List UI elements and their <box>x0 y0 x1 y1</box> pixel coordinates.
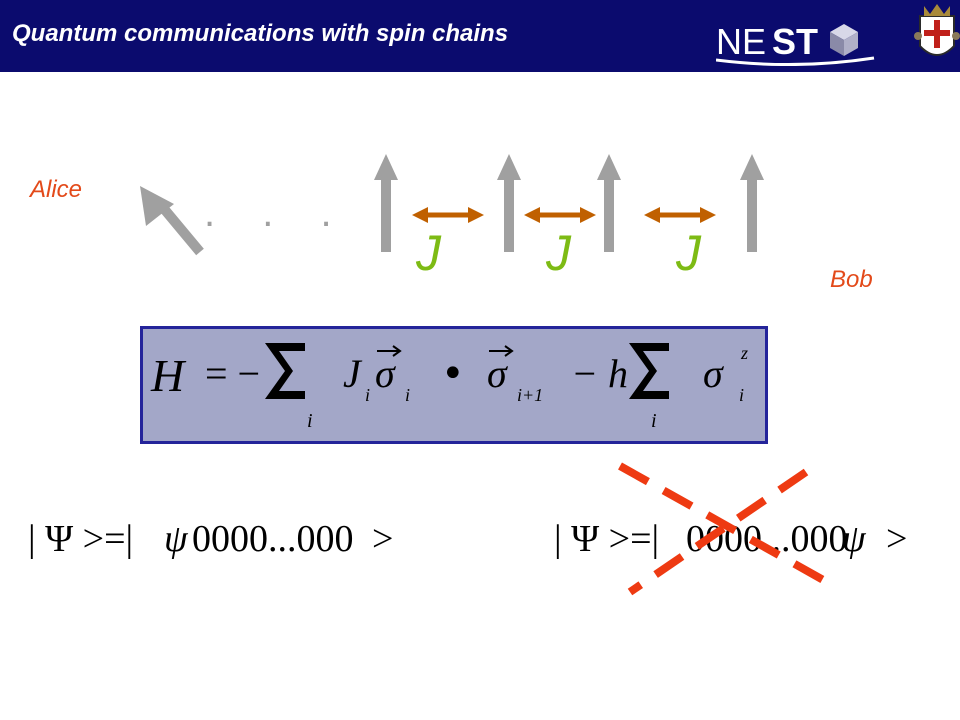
sigma3-index: i <box>739 385 744 405</box>
coupling-label: J <box>416 225 441 281</box>
double-headed-arrow <box>644 207 716 223</box>
nest-logo: NE ST <box>716 21 875 66</box>
coupling-label: J <box>546 225 571 281</box>
sigma2-index: i+1 <box>517 385 543 405</box>
slide-title: Quantum communications with spin chains <box>12 20 509 47</box>
state-psi: ψ <box>164 518 189 560</box>
hamiltonian-lhs: H <box>150 350 187 401</box>
state-crossed: | Ψ >=| 0000...000 ψ > <box>554 518 907 560</box>
vector-arrow-icon <box>377 345 402 357</box>
state-bits: 0000...000 <box>192 518 354 560</box>
logo-cube-icon <box>830 24 858 56</box>
state-close: > <box>372 518 393 560</box>
logo-st: ST <box>772 21 818 62</box>
sum2-index: i <box>651 410 657 432</box>
spin-tilted-arrow <box>140 186 204 256</box>
cross-out-icon <box>618 462 836 596</box>
sigma-3: σ <box>703 351 724 396</box>
title-bar: Quantum communications with spin chains … <box>0 0 960 72</box>
state-psi: ψ <box>842 518 867 560</box>
state-correct: | Ψ >=| ψ 0000...000 > <box>28 518 393 560</box>
spin-up-arrow <box>374 154 398 252</box>
vector-arrow-icon <box>489 345 514 357</box>
hamiltonian-formula: H = − i J i σ i • σ i+1 − h i σ z i <box>150 343 748 432</box>
coupling-index: i <box>365 385 370 405</box>
spin-up-arrow <box>740 154 764 252</box>
coupling-label: J <box>676 225 701 281</box>
logo-ne: NE <box>716 21 766 62</box>
coupling-symbol: J <box>343 351 363 396</box>
hamiltonian-box: H = − i J i σ i • σ i+1 − h i σ z i <box>140 326 768 444</box>
sigma-2: σ <box>487 351 508 396</box>
state-prefix: | Ψ >=| <box>554 518 659 560</box>
double-headed-arrow <box>524 207 596 223</box>
state-prefix: | Ψ >=| <box>28 518 133 560</box>
crest-icon <box>914 2 960 70</box>
bob-label: Bob <box>830 266 873 293</box>
state-close: > <box>886 518 907 560</box>
ellipsis-dots: . . . <box>204 191 350 235</box>
sum1-index: i <box>307 410 313 432</box>
sigma-1: σ <box>375 351 396 396</box>
double-headed-arrow <box>412 207 484 223</box>
summation-icon <box>265 343 305 399</box>
sigma3-sup: z <box>740 343 748 363</box>
dot-product: • <box>441 351 465 397</box>
sigma1-index: i <box>405 385 410 405</box>
alice-label: Alice <box>30 176 83 203</box>
spin-chain-diagram: . . . <box>140 154 764 256</box>
hamiltonian-equals: = − <box>205 351 260 396</box>
spin-up-arrow <box>597 154 621 252</box>
summation-icon <box>629 343 669 399</box>
spin-up-arrow <box>497 154 521 252</box>
field-term: − h <box>571 351 628 396</box>
